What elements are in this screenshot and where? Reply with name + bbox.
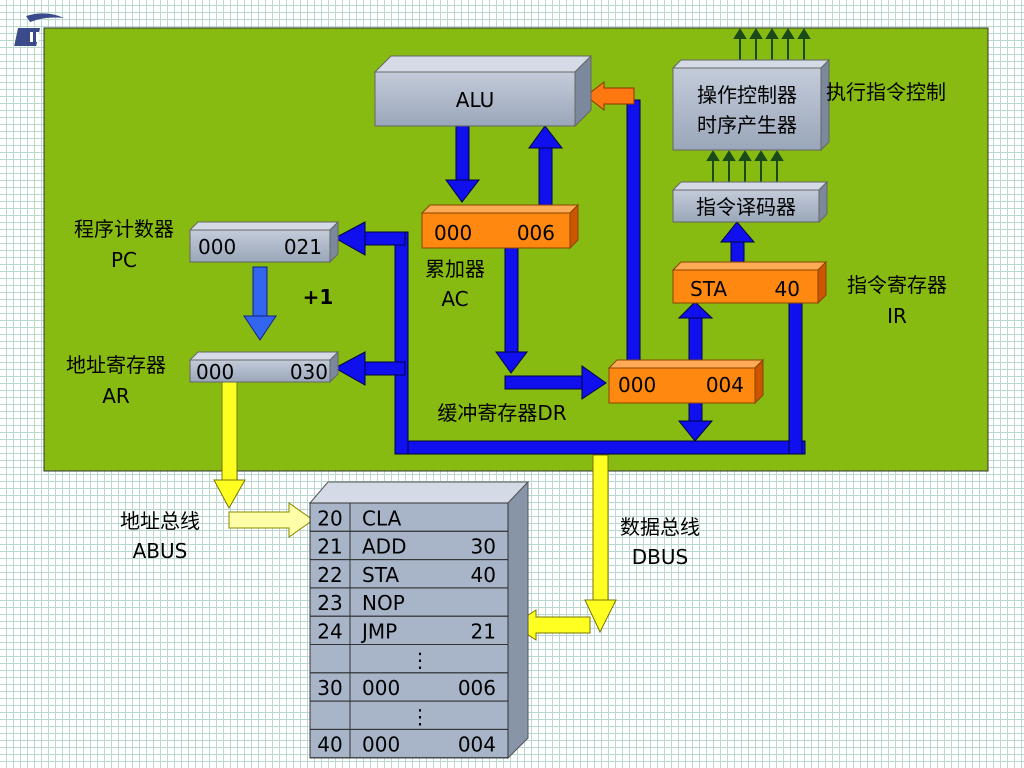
memory-address: 30 (317, 676, 342, 700)
ac-abbr: AC (441, 287, 468, 311)
memory-row: 21 ADD 30 (309, 530, 509, 561)
ir-abbr: IR (887, 304, 907, 328)
dr-left-value: 000 (618, 373, 656, 397)
accumulator-register: 000 006 (420, 203, 580, 250)
dbus-abbr: DBUS (632, 545, 688, 569)
memory-opcode: STA (362, 563, 399, 587)
abus-abbr: ABUS (133, 539, 188, 563)
abus-to-memory-arrow (228, 502, 314, 538)
decoder-label: 指令译码器 (696, 195, 796, 219)
ir-name: 指令寄存器 (847, 273, 947, 297)
memory-opcode: JMP (360, 620, 397, 644)
memory-address: 21 (317, 535, 342, 559)
dbus-name: 数据总线 (620, 515, 700, 539)
dr-to-alu-arrow (585, 80, 635, 112)
abus-name: 地址总线 (120, 509, 200, 533)
operation-controller-box: 操作控制器 时序产生器 (671, 58, 831, 152)
dr-right-value: 004 (706, 373, 744, 397)
ir-left-value: STA (690, 277, 727, 301)
ac-name: 累加器 (425, 257, 485, 281)
pc-left-value: 000 (198, 235, 236, 259)
alu-label: ALU (456, 88, 494, 112)
memory-row: 20 CLA (309, 502, 509, 532)
memory-row: 23 NOP (309, 587, 509, 617)
memory-operand: 21 (471, 620, 496, 644)
controller-line2: 时序产生器 (697, 113, 797, 137)
ar-name: 地址寄存器 (66, 353, 166, 377)
alu-box: ALU (373, 54, 593, 128)
exec-control-label: 执行指令控制 (826, 80, 946, 104)
memory-address: 40 (317, 733, 342, 757)
memory-operand: 30 (471, 535, 496, 559)
program-counter-register: 000 021 (188, 220, 340, 264)
pc-name: 程序计数器 (74, 217, 174, 241)
logo-icon (14, 13, 64, 46)
memory-opcode: ADD (362, 535, 406, 559)
data-bus-arrow (512, 454, 617, 641)
data-register: 000 004 (607, 358, 765, 405)
control-signals-out (733, 28, 811, 60)
memory-address: 20 (317, 506, 342, 530)
memory-opcode: NOP (362, 591, 405, 615)
memory-operand: 40 (471, 563, 496, 587)
dr-name: 缓冲寄存器DR (437, 401, 566, 425)
memory-ellipsis: ⋮ (410, 704, 430, 728)
decoder-signals (706, 150, 784, 182)
ar-right-value: 030 (290, 360, 328, 384)
internal-data-bus (333, 99, 806, 455)
ir-right-value: 40 (775, 277, 800, 301)
memory-row: 24 JMP 21 (309, 615, 509, 646)
address-register: 000 030 (188, 350, 340, 384)
plus-one-label: +1 (303, 285, 334, 309)
instruction-decoder-box: 指令译码器 (671, 180, 829, 224)
memory-operand: 004 (458, 733, 496, 757)
memory-row: 30 000 006 (309, 672, 509, 702)
memory-opcode: CLA (362, 506, 402, 530)
controller-line1: 操作控制器 (697, 83, 797, 107)
memory-address: 23 (317, 591, 342, 615)
memory-operand: 006 (458, 676, 496, 700)
ac-right-value: 006 (517, 221, 555, 245)
ar-left-value: 000 (196, 360, 234, 384)
memory-row: 40 000 004 (309, 728, 509, 759)
instruction-register: STA 40 (671, 260, 828, 305)
address-bus-arrow (213, 381, 246, 510)
memory-ellipsis: ⋮ (410, 648, 430, 672)
memory-address: 22 (317, 563, 342, 587)
ar-abbr: AR (102, 384, 130, 408)
pc-right-value: 021 (284, 235, 322, 259)
pc-increment-arrow (243, 266, 277, 341)
main-memory: 20 CLA 21 ADD 30 22 STA 40 23 NOP 24 JMP 21 ⋮ 30 000 006… (308, 480, 530, 760)
memory-opcode: 000 (362, 676, 400, 700)
pc-abbr: PC (111, 248, 137, 272)
ac-left-value: 000 (434, 221, 472, 245)
memory-row: 22 STA 40 (309, 559, 509, 589)
memory-address: 24 (317, 620, 342, 644)
memory-opcode: 000 (362, 733, 400, 757)
